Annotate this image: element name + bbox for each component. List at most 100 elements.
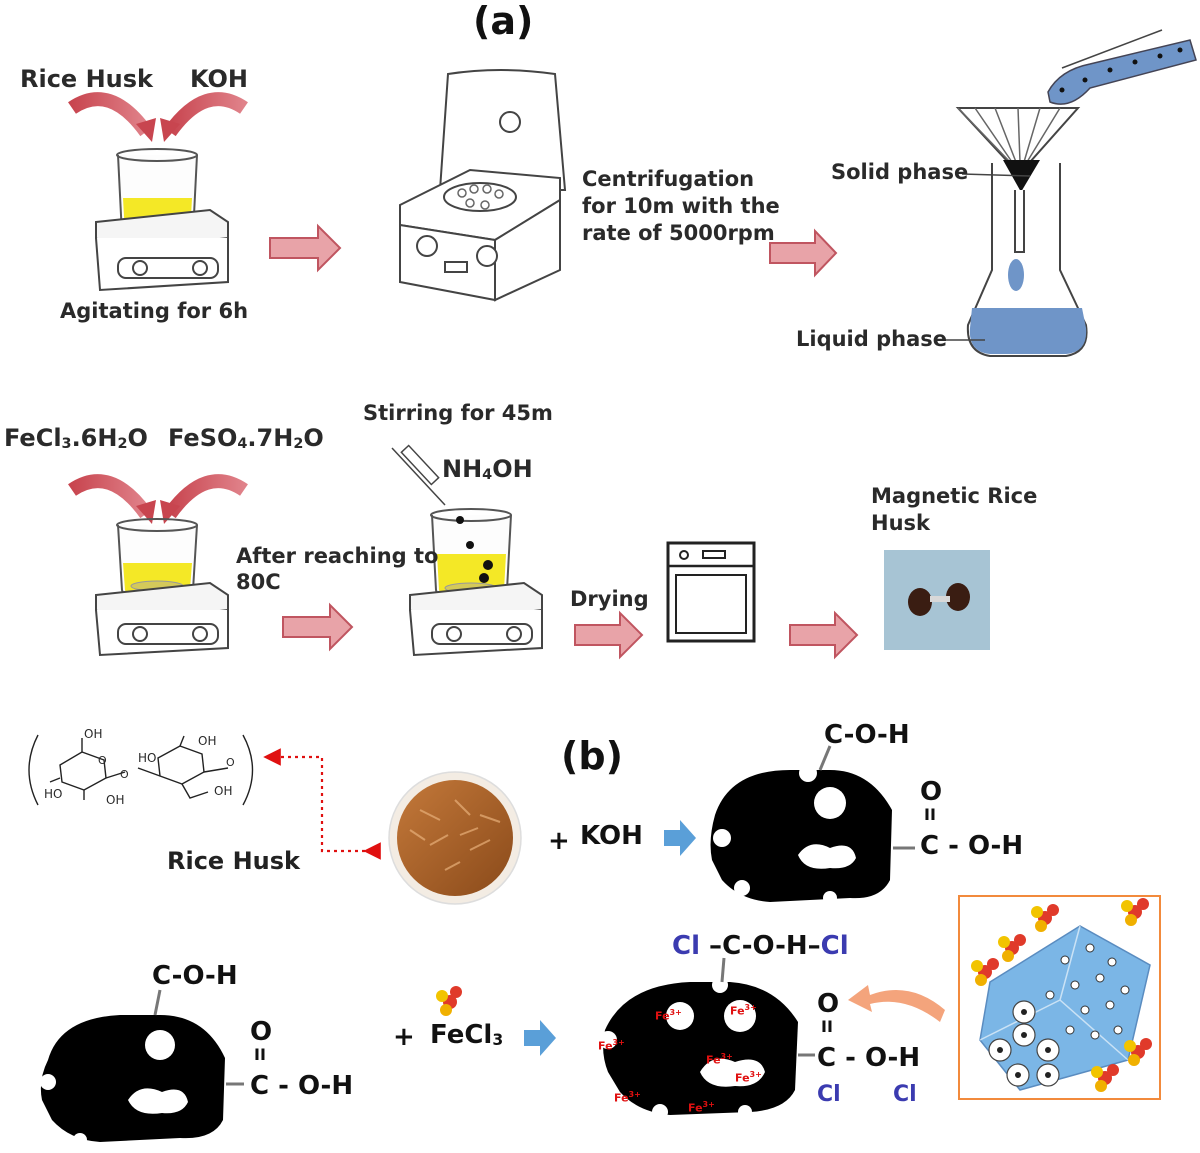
fecl3-6h2o-label: FeCl3.6H2O bbox=[4, 424, 148, 453]
rice-husk-label: Rice Husk bbox=[20, 65, 153, 93]
fe-text: Fe bbox=[598, 1039, 613, 1053]
fe-ion-7: Fe3+ bbox=[688, 1100, 715, 1115]
centrifuge bbox=[399, 69, 567, 302]
blob2-o: O bbox=[250, 1017, 273, 1047]
magnetic-rice-husk-label: Magnetic Rice Husk bbox=[871, 483, 1037, 537]
cellulose-ho-2: HO bbox=[44, 787, 63, 801]
blob1-c-oh: C - O-H bbox=[920, 831, 1024, 861]
cellulose-structure bbox=[28, 734, 254, 806]
feso4-sub-1: 4 bbox=[237, 436, 248, 452]
nh4oh-label: NH4OH bbox=[442, 455, 533, 484]
fecl3-sub-2: 2 bbox=[117, 436, 128, 452]
nh4oh-part-1: NH bbox=[442, 455, 483, 483]
after-reaching-line-2: 80C bbox=[236, 570, 281, 594]
fe-charge: 3+ bbox=[702, 1100, 715, 1109]
blob2-double-bond: II bbox=[254, 1045, 266, 1064]
activated-husk-blob-1 bbox=[710, 745, 915, 905]
centrifugation-label: Centrifugation for 10m with the rate of … bbox=[582, 166, 780, 247]
blob3-double-bond: II bbox=[821, 1017, 833, 1036]
process-arrow-1 bbox=[269, 223, 342, 273]
coh-mid: C-O-H bbox=[722, 931, 808, 961]
curved-arrow-right-2 bbox=[160, 474, 248, 524]
drying-label: Drying bbox=[570, 587, 649, 611]
fe-ion-6: Fe3+ bbox=[614, 1090, 641, 1105]
process-arrow-3 bbox=[282, 602, 354, 652]
magnetic-line-2: Husk bbox=[871, 511, 930, 535]
fecl3-b-label: FeCl3 bbox=[430, 1020, 503, 1051]
cellulose-oh-1: OH bbox=[84, 727, 103, 741]
blob1-coh: C-O-H bbox=[824, 720, 910, 750]
curved-arrow-left-2 bbox=[68, 474, 156, 524]
plus-koh-sign: + bbox=[548, 826, 570, 856]
nh4oh-part-2: OH bbox=[492, 455, 533, 483]
fe-ion-2: Fe3+ bbox=[730, 1003, 757, 1018]
after-reaching-line-1: After reaching to bbox=[236, 544, 439, 568]
orange-curved-arrow bbox=[848, 985, 945, 1022]
red-dotted-arrow bbox=[263, 748, 381, 860]
activated-husk-blob-2 bbox=[40, 989, 244, 1147]
feso4-part-2: .7H bbox=[247, 424, 294, 452]
fe-ion-5: Fe3+ bbox=[735, 1070, 762, 1085]
fe-ion-4: Fe3+ bbox=[706, 1052, 733, 1067]
blob1-double-bond: II bbox=[924, 805, 936, 824]
cellulose-oh-2: OH bbox=[198, 734, 217, 748]
koh-b-label: KOH bbox=[580, 821, 643, 851]
fe-text: Fe bbox=[706, 1053, 721, 1067]
fecl3-part-1: FeCl bbox=[4, 424, 62, 452]
blob3-o: O bbox=[817, 989, 840, 1019]
rice-husk-b-label: Rice Husk bbox=[167, 847, 300, 875]
fe-charge: 3+ bbox=[669, 1008, 682, 1017]
blob1-o: O bbox=[920, 777, 943, 807]
oven bbox=[666, 541, 756, 643]
blob2-c-oh: C - O-H bbox=[250, 1071, 354, 1101]
fecl3-b-part: FeCl bbox=[430, 1020, 493, 1050]
cellulose-o-3: O bbox=[120, 768, 129, 781]
cellulose-o-2: O bbox=[226, 756, 235, 769]
cl-left: Cl bbox=[672, 931, 700, 961]
rice-husk-bowl bbox=[388, 771, 522, 905]
feso4-part-3: O bbox=[303, 424, 324, 452]
cellulose-o-1: O bbox=[98, 754, 107, 767]
blob2-coh: C-O-H bbox=[152, 961, 238, 991]
centrifugation-line-1: Centrifugation bbox=[582, 167, 755, 191]
blob3-cl-1: Cl bbox=[817, 1082, 841, 1107]
cellulose-oh-3: OH bbox=[106, 793, 125, 807]
stirrer-beaker-2 bbox=[95, 518, 229, 657]
liquid-phase-label: Liquid phase bbox=[796, 327, 947, 351]
fe-text: Fe bbox=[655, 1009, 670, 1023]
cellulose-ho-1: HO bbox=[138, 751, 157, 765]
centrifugation-line-3: rate of 5000rpm bbox=[582, 221, 775, 245]
blue-arrow-2 bbox=[524, 1020, 556, 1056]
centrifugation-line-2: for 10m with the bbox=[582, 194, 780, 218]
blue-arrow-1 bbox=[664, 820, 696, 856]
fecl3-sub-1: 3 bbox=[61, 436, 72, 452]
fe-text: Fe bbox=[614, 1091, 629, 1105]
magnetic-rice-husk-photo bbox=[884, 550, 990, 650]
fe-charge: 3+ bbox=[612, 1038, 625, 1047]
sulfate-molecules bbox=[971, 898, 1152, 1092]
curved-arrow-left-1 bbox=[68, 92, 156, 142]
solid-phase-label: Solid phase bbox=[831, 160, 969, 184]
blob3-top-group: Cl –C-O-H–Cl bbox=[672, 931, 849, 961]
agitating-label: Agitating for 6h bbox=[60, 299, 249, 323]
feso4-7h2o-label: FeSO4.7H2O bbox=[168, 424, 324, 453]
filtration-flask bbox=[942, 29, 1197, 357]
curved-arrow-right-1 bbox=[160, 92, 248, 142]
magnetic-line-1: Magnetic Rice bbox=[871, 484, 1038, 508]
fe-text: Fe bbox=[735, 1071, 750, 1085]
panel-b-label: (b) bbox=[561, 734, 623, 778]
fe-text: Fe bbox=[730, 1004, 745, 1018]
fe-charge: 3+ bbox=[628, 1090, 641, 1099]
magnetic-husk-blob bbox=[599, 957, 815, 1120]
fecl3-part-3: O bbox=[127, 424, 148, 452]
fe-charge: 3+ bbox=[744, 1003, 757, 1012]
plus-fecl3-sign: + bbox=[393, 1022, 415, 1052]
blob3-c-oh: C - O-H bbox=[817, 1043, 921, 1073]
cl-right: Cl bbox=[820, 931, 849, 961]
fecl3-part-2: .6H bbox=[71, 424, 118, 452]
after-reaching-label: After reaching to 80C bbox=[236, 543, 438, 595]
koh-label: KOH bbox=[190, 65, 249, 93]
stirrer-beaker-1 bbox=[95, 148, 229, 292]
feso4-sub-2: 2 bbox=[293, 436, 304, 452]
